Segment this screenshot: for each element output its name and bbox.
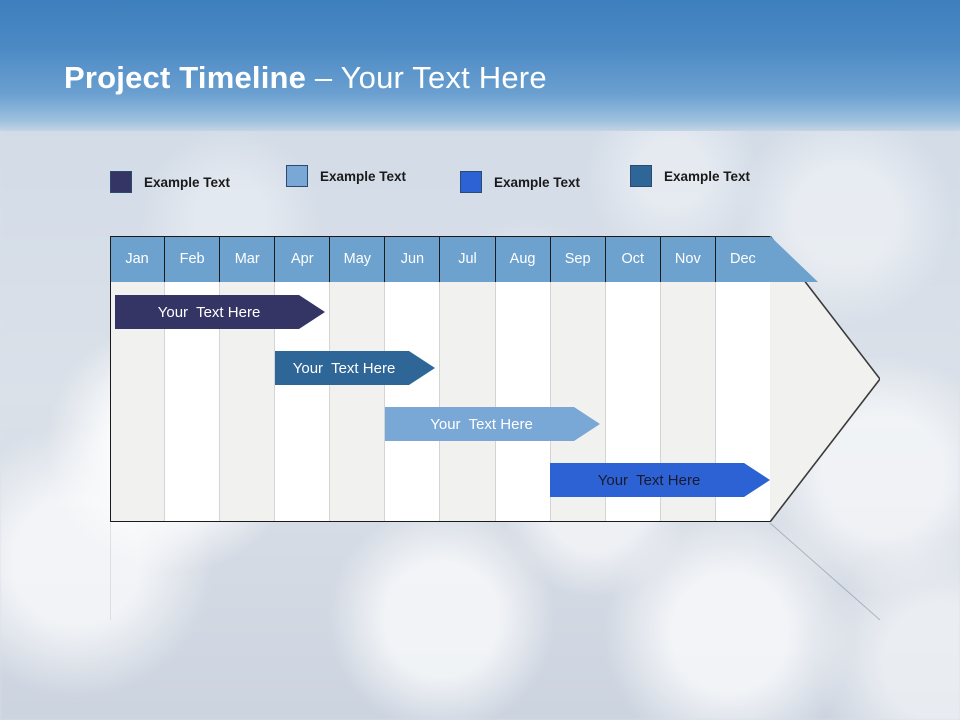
legend-item[interactable]: Example Text (460, 171, 580, 193)
task-bar-arrow-shape (385, 407, 600, 441)
legend-item-label: Example Text (144, 174, 231, 190)
timeline-task-bar[interactable]: Your Text Here (275, 351, 435, 385)
legend-swatch-icon (630, 165, 652, 187)
month-header-cell[interactable]: Dec (715, 236, 770, 282)
task-bar-label: Your Text Here (157, 303, 261, 321)
task-bar-arrow-shape (115, 295, 325, 329)
task-bar-label: Your Text Here (597, 471, 701, 489)
month-header-cell[interactable]: Jul (440, 236, 496, 282)
month-header-cell[interactable]: Jan (110, 236, 166, 282)
timeline-column (385, 282, 441, 522)
month-header-cell[interactable]: Feb (165, 236, 221, 282)
month-header-cell[interactable]: Nov (660, 236, 716, 282)
page-title-bold: Project Timeline (64, 60, 307, 95)
legend-item-label: Example Text (664, 168, 751, 184)
legend-item[interactable]: Example Text (630, 165, 750, 187)
timeline-column (495, 282, 551, 522)
timeline-column (440, 282, 496, 522)
legend-swatch-icon (110, 171, 132, 193)
timeline-column (330, 282, 386, 522)
legend-swatch-icon (460, 171, 482, 193)
title-banner (0, 0, 960, 131)
legend: Example Text Example Text Example Text Exam… (110, 165, 910, 197)
task-bar-label: Your Text Here (292, 359, 396, 377)
timeline-task-bar[interactable]: Your Text Here (550, 463, 770, 497)
month-header-cell[interactable]: Aug (495, 236, 551, 282)
timeline-task-bar[interactable]: Your Text Here (385, 407, 600, 441)
task-bar-label: Your Text Here (430, 415, 533, 433)
month-header-cell[interactable]: Mar (220, 236, 276, 282)
month-header-cell[interactable]: Sep (550, 236, 606, 282)
legend-item[interactable]: Example Text (286, 165, 406, 187)
legend-item[interactable]: Example Text (110, 171, 230, 193)
month-header-cell[interactable]: Jun (385, 236, 441, 282)
legend-item-label: Example Text (494, 174, 581, 190)
page-title-rest: – Your Text Here (306, 60, 547, 95)
month-header-cell[interactable]: Apr (275, 236, 331, 282)
month-header-cell[interactable]: Oct (605, 236, 661, 282)
timeline-task-bar[interactable]: Your Text Here (115, 295, 325, 329)
month-header-cell[interactable]: May (330, 236, 386, 282)
task-bar-arrow-shape (550, 463, 770, 497)
task-bar-arrow-shape (275, 351, 435, 385)
legend-item-label: Example Text (320, 168, 407, 184)
page-title: Project Timeline – Your Text Here (64, 60, 547, 96)
legend-swatch-icon (286, 165, 308, 187)
